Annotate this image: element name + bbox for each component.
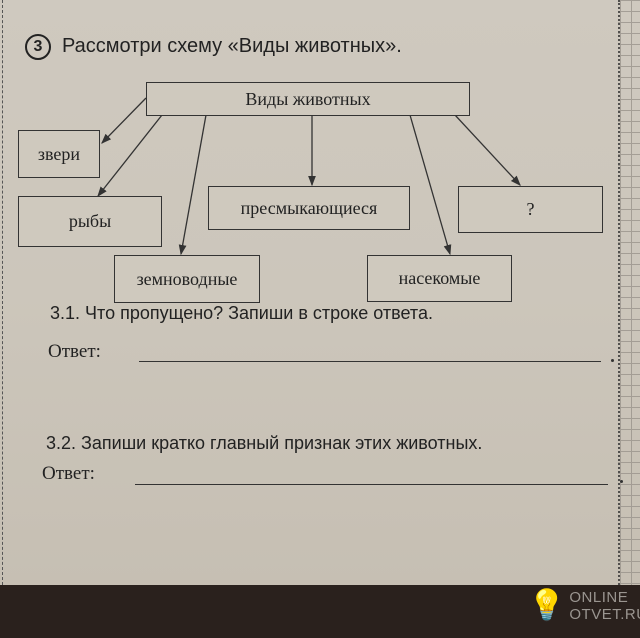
margin-line (2, 0, 3, 585)
node-ryby: рыбы (18, 196, 162, 247)
lightbulb-icon: 💡 (528, 589, 566, 622)
node-zveri: звери (18, 130, 100, 178)
grid-paper-edge (618, 0, 640, 585)
watermark-line1: ONLINE (569, 589, 629, 606)
arrow-to-question (454, 114, 521, 186)
diagram-arrows (97, 97, 521, 256)
node-zemnovodnye: земноводные (114, 255, 260, 303)
task-title: Рассмотри схему «Виды животных». (62, 35, 402, 57)
watermark: 💡 ONLINE OTVET.RU (528, 589, 640, 623)
answer-label-3-1: Ответ: (48, 341, 101, 362)
arrow-to-zveri (101, 97, 147, 144)
task-number: 3 (25, 34, 51, 60)
question-3-1: 3.1. Что пропущено? Запиши в строке отве… (50, 303, 433, 323)
watermark-line2: OTVET.RU (569, 606, 640, 623)
answer-label-3-2: Ответ: (42, 463, 95, 484)
answer-line-3-2[interactable] (135, 484, 608, 485)
period-dot (620, 480, 623, 483)
diagram-root-box: Виды животных (146, 82, 470, 116)
node-presmykayushchiesya: пресмыкающиеся (208, 186, 410, 230)
arrow-to-nasekomye (409, 114, 452, 256)
answer-line-3-1[interactable] (139, 361, 601, 362)
workbook-page: 3 Рассмотри схему «Виды животных». Виды … (0, 0, 640, 585)
arrow-to-ryby (97, 114, 163, 198)
node-nasekomye: насекомые (367, 255, 512, 302)
question-3-2: 3.2. Запиши кратко главный признак этих … (46, 433, 483, 453)
arrow-to-zemnovodnye (178, 114, 207, 256)
period-dot (611, 359, 614, 362)
node-missing: ? (458, 186, 603, 233)
